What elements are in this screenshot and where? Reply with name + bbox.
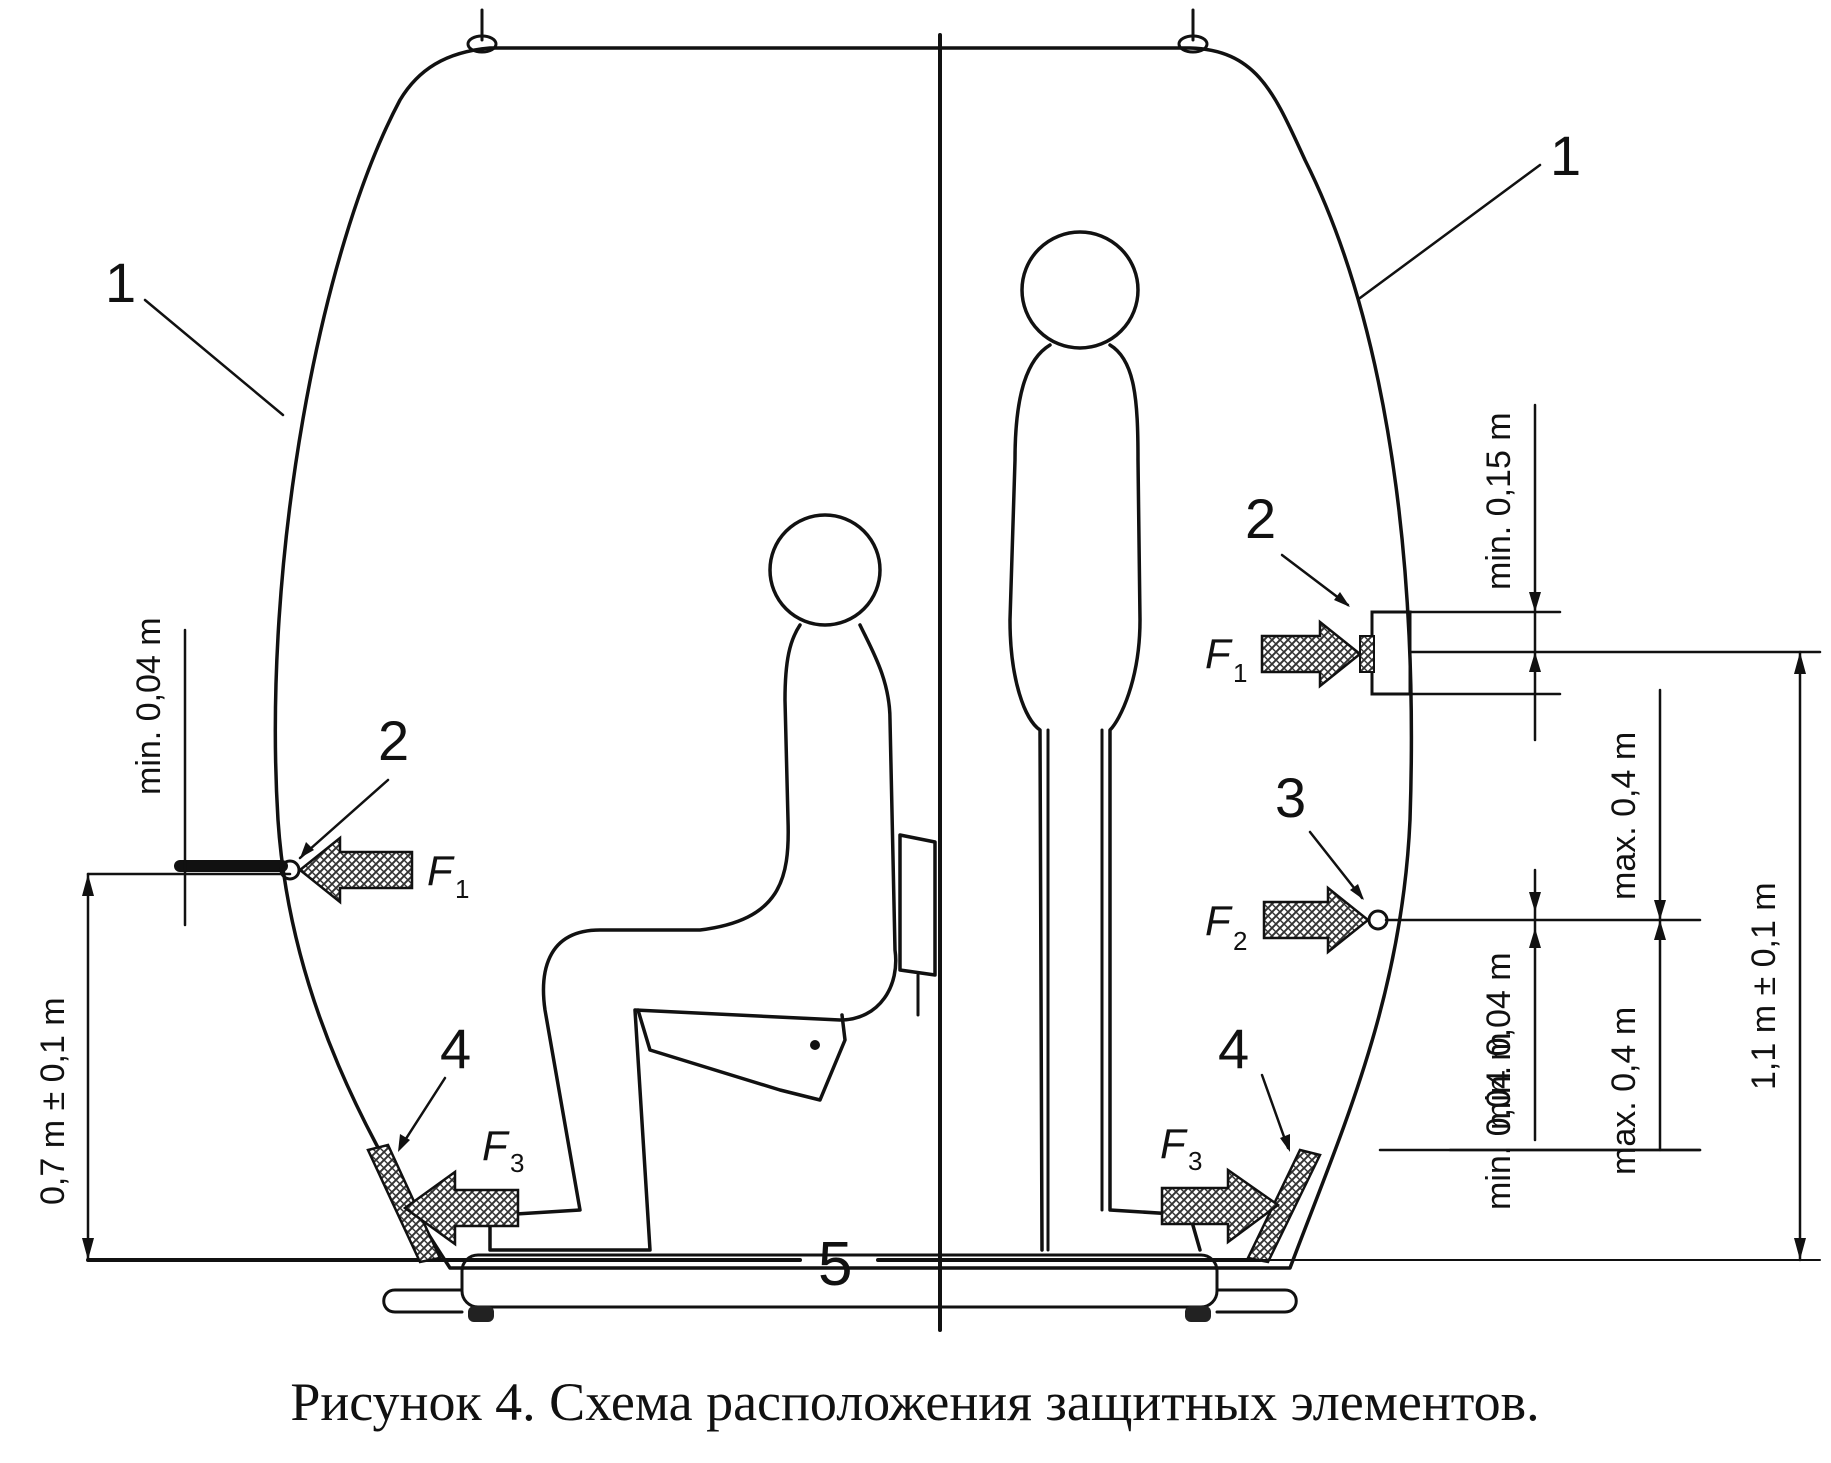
label-5: 5 — [818, 1230, 852, 1299]
force-arrow-f3-left — [402, 1169, 520, 1247]
label-2-right: 2 — [1245, 487, 1276, 550]
leader-3-right — [1308, 830, 1364, 900]
dim-left-min: min. 0,04 m — [130, 617, 168, 795]
cabin-shell — [273, 46, 1414, 1270]
force-arrow-f3-right — [1160, 1167, 1281, 1245]
force-arrow-f1-left — [297, 835, 414, 905]
label-1-right: 1 — [1550, 124, 1581, 187]
label-4-left: 4 — [440, 1017, 471, 1080]
force-f3-left: F — [482, 1122, 510, 1169]
handrail-right-plate — [1370, 610, 1412, 696]
seated-person — [488, 513, 937, 1252]
handrail-right-knob — [1367, 909, 1389, 931]
svg-text:1: 1 — [455, 874, 469, 904]
right-dimension-lines — [1259, 403, 1822, 1262]
force-f2: F — [1205, 897, 1233, 944]
floor-base — [382, 1253, 1298, 1322]
force-arrow-f2 — [1262, 885, 1371, 955]
svg-text:2: 2 — [1233, 926, 1247, 956]
dim-right-min-bottom: min. 0,04 m — [1480, 1032, 1518, 1210]
svg-text:3: 3 — [1188, 1146, 1202, 1176]
label-1-left: 1 — [105, 251, 136, 314]
figure-caption: Рисунок 4. Схема расположения защитных э… — [290, 1372, 1539, 1432]
svg-text:3: 3 — [510, 1148, 524, 1178]
dim-right-max-lower: max. 0,4 m — [1605, 1007, 1643, 1175]
force-f3-right: F — [1160, 1120, 1188, 1167]
label-4-right: 4 — [1218, 1017, 1249, 1080]
dim-right-min-mid: min. 0,04 m — [1480, 952, 1518, 1130]
dim-right-height: 1,1 m ± 0,1 m — [1745, 882, 1783, 1090]
dim-right-max-upper: max. 0,4 m — [1605, 732, 1643, 900]
force-f1-right: F — [1205, 630, 1233, 677]
label-3-right: 3 — [1275, 766, 1306, 829]
leader-1-left — [143, 298, 285, 417]
leader-4-left — [398, 1076, 447, 1150]
dim-left-height: 0,7 m ± 0,1 m — [34, 997, 72, 1205]
standing-person — [1008, 230, 1202, 1252]
label-2-left: 2 — [378, 709, 409, 772]
cabin-hangers — [466, 8, 1209, 54]
svg-text:1: 1 — [1233, 658, 1247, 688]
force-f1-left: F — [427, 847, 455, 894]
foot-guard-right — [1246, 1148, 1322, 1264]
force-arrow-f1-right — [1260, 619, 1363, 689]
leader-1-right — [1358, 163, 1542, 300]
leader-2-left — [298, 778, 390, 860]
leader-4-right — [1260, 1073, 1290, 1150]
dim-right-min-top: min. 0,15 m — [1480, 412, 1518, 590]
foot-guard-left — [366, 1143, 442, 1264]
